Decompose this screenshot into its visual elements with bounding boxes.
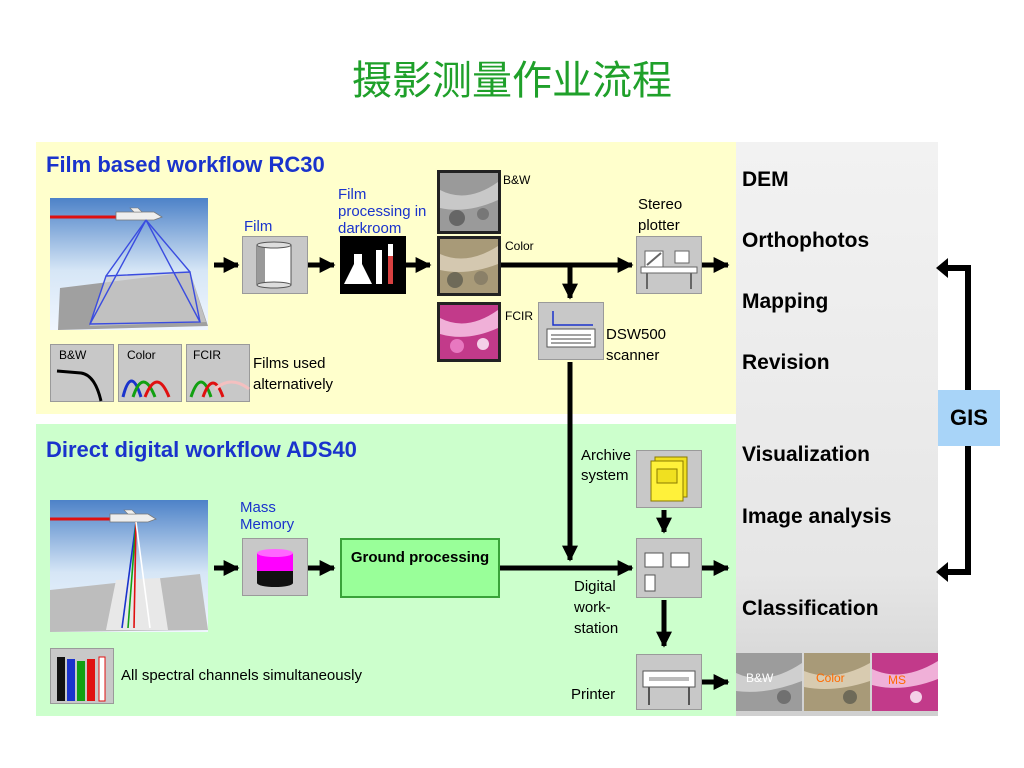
mass-memory-label: Mass Memory xyxy=(240,499,295,533)
output-visualization: Visualization xyxy=(742,443,870,466)
archive-system-label: Archive system xyxy=(581,447,632,484)
digital-workstation-label: Digital work- station xyxy=(574,578,619,637)
output-revision: Revision xyxy=(742,351,830,374)
output-mapping: Mapping xyxy=(742,290,829,313)
bw-sensitivity-curve: B&W xyxy=(50,344,114,402)
dsw500-scanner-label: DSW500 scanner xyxy=(606,326,667,364)
fcir-photo-thumbnail xyxy=(437,302,501,362)
darkroom-flask-icon xyxy=(340,236,406,294)
output-classification: Classification xyxy=(742,597,879,620)
ground-processing-box: Ground processing xyxy=(340,538,500,598)
color-label: Color xyxy=(505,239,534,253)
printer-label: Printer xyxy=(571,686,616,703)
film-label: Film xyxy=(244,218,273,235)
film-processing-label: Film processing in darkroom xyxy=(338,186,427,237)
color-photo-thumbnail xyxy=(437,236,501,296)
output-ms-thumbnail: MS xyxy=(872,653,938,711)
aerial-film-illustration xyxy=(50,198,208,330)
film-workflow-heading: Film based workflow RC30 xyxy=(46,152,325,177)
bw-photo-thumbnail xyxy=(437,170,501,234)
color-sensitivity-curve: Color xyxy=(118,344,182,402)
bw-label: B&W xyxy=(503,173,531,187)
stereo-plotter-label: Stereo plotter xyxy=(638,196,683,234)
dsw500-scanner-icon xyxy=(538,302,604,360)
output-color-thumbnail: Color xyxy=(804,653,870,711)
mass-memory-icon xyxy=(242,538,308,596)
outputs-panel xyxy=(736,142,938,716)
film-roll-icon xyxy=(242,236,308,294)
stereo-plotter-icon xyxy=(636,236,702,294)
output-bw-thumbnail: B&W xyxy=(736,653,802,711)
fcir-sensitivity-curve: FCIR xyxy=(186,344,250,402)
films-used-note: Films used alternatively xyxy=(253,355,334,393)
output-image-analysis: Image analysis xyxy=(742,505,892,528)
output-dem: DEM xyxy=(742,168,789,191)
digital-workstation-icon xyxy=(636,538,702,598)
printer-icon xyxy=(636,654,702,710)
spectral-channels-icon xyxy=(50,648,114,704)
gis-box: GIS xyxy=(938,390,1000,446)
archive-system-icon xyxy=(636,450,702,508)
page-title: 摄影测量作业流程 xyxy=(352,58,672,104)
fcir-label: FCIR xyxy=(505,309,533,323)
spectral-channels-note: All spectral channels simultaneously xyxy=(121,667,362,684)
aerial-digital-illustration xyxy=(50,500,208,632)
output-orthophotos: Orthophotos xyxy=(742,229,870,252)
digital-workflow-heading: Direct digital workflow ADS40 xyxy=(46,437,357,462)
